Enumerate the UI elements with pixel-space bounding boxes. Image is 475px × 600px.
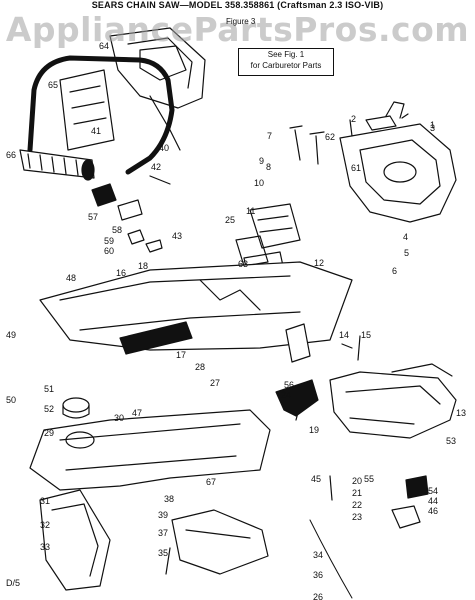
callout-15: 15 — [361, 330, 372, 340]
note-line-1: See Fig. 1 — [267, 50, 305, 59]
callout-30: 30 — [114, 413, 125, 423]
diagram-title: SEARS CHAIN SAW—MODEL 358.358861 (Crafts… — [91, 0, 384, 10]
callout-67: 67 — [206, 477, 217, 487]
top-guard-part — [109, 27, 206, 151]
figure-label: Figure 3 — [226, 17, 256, 26]
callout-50: 50 — [6, 395, 17, 405]
callout-28: 28 — [195, 362, 206, 372]
callout-63: 63 — [238, 259, 249, 269]
callout-57: 57 — [88, 212, 99, 222]
callout-21: 21 — [352, 488, 363, 498]
callout-20: 20 — [352, 476, 363, 486]
callout-22: 22 — [352, 500, 363, 510]
callout-36: 36 — [313, 570, 324, 580]
bracket-part — [275, 323, 319, 417]
callout-33: 33 — [40, 542, 51, 552]
callout-40: 40 — [159, 143, 170, 153]
callout-25: 25 — [225, 215, 236, 225]
callout-48: 48 — [66, 273, 77, 283]
page-code: D/5 — [6, 578, 21, 588]
callout-52: 52 — [44, 404, 55, 414]
callout-56: 56 — [284, 380, 295, 390]
callout-3: 3 — [430, 123, 436, 133]
callout-8: 8 — [266, 162, 272, 172]
callout-66: 66 — [6, 150, 17, 160]
callout-34: 34 — [313, 550, 324, 560]
mount-parts — [91, 183, 163, 253]
callout-46: 46 — [428, 506, 439, 516]
callout-23: 23 — [352, 512, 363, 522]
callout-37: 37 — [158, 528, 169, 538]
callout-42: 42 — [151, 162, 162, 172]
callout-31: 31 — [40, 496, 51, 506]
callout-9: 9 — [259, 156, 265, 166]
callout-13: 13 — [456, 408, 467, 418]
crankcase-part — [39, 261, 353, 351]
callout-45: 45 — [311, 474, 322, 484]
callout-53: 53 — [446, 436, 457, 446]
callout-1: 1 — [430, 120, 436, 130]
callout-58: 58 — [112, 225, 123, 235]
callout-17: 17 — [176, 350, 187, 360]
callout-19: 19 — [309, 425, 320, 435]
callout-35: 35 — [158, 548, 169, 558]
callout-32: 32 — [40, 520, 51, 530]
chain-guard-part — [39, 489, 269, 591]
callout-10: 10 — [254, 178, 265, 188]
callout-38: 38 — [164, 494, 175, 504]
callout-49: 49 — [6, 330, 17, 340]
callout-39: 39 — [158, 510, 169, 520]
callout-61: 61 — [351, 163, 362, 173]
callout-62: 62 — [325, 132, 336, 142]
callout-2: 2 — [351, 114, 357, 124]
callout-64: 64 — [99, 41, 110, 51]
callout-11: 11 — [246, 206, 256, 216]
callout-24: 24 — [281, 390, 292, 400]
callout-18: 18 — [138, 261, 149, 271]
callout-6: 6 — [392, 266, 398, 276]
callout-47: 47 — [132, 408, 143, 418]
fuel-tank-part — [29, 409, 271, 491]
callout-55: 55 — [364, 474, 375, 484]
watermark: AppliancePartsPros.com — [5, 10, 470, 49]
callout-43: 43 — [172, 231, 183, 241]
callout-14: 14 — [339, 330, 350, 340]
bolt-parts — [149, 113, 409, 575]
front-handle-part — [27, 55, 175, 175]
handle-grip-part — [19, 149, 95, 181]
callout-59: 59 — [104, 236, 115, 246]
callout-4: 4 — [403, 232, 409, 242]
handle-shield-part — [59, 69, 115, 151]
rear-housing-part — [329, 363, 457, 439]
callout-7: 7 — [267, 131, 273, 141]
callout-27: 27 — [210, 378, 221, 388]
callout-60: 60 — [104, 246, 115, 256]
fan-housing-part — [339, 101, 457, 223]
callout-5: 5 — [404, 248, 410, 258]
note-line-2: for Carburetor Parts — [250, 61, 322, 70]
callout-51: 51 — [44, 384, 55, 394]
carburetor-note: See Fig. 1 for Carburetor Parts — [238, 48, 334, 76]
small-knob-part — [391, 475, 429, 529]
callout-54: 54 — [428, 486, 439, 496]
callout-26: 26 — [313, 592, 324, 600]
fuel-cap-part — [62, 397, 90, 419]
callout-65: 65 — [48, 80, 59, 90]
cylinder-grip-part — [119, 321, 193, 355]
callout-12: 12 — [314, 258, 325, 268]
callout-16: 16 — [116, 268, 127, 278]
wire-cord-part — [309, 519, 353, 599]
callout-29: 29 — [44, 428, 55, 438]
callout-41: 41 — [91, 126, 102, 136]
callout-44: 44 — [428, 496, 439, 506]
